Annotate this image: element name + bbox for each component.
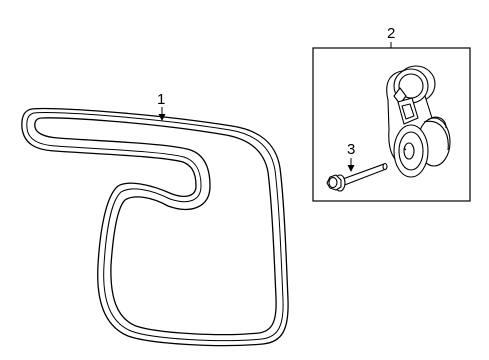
mount-tab [427, 116, 447, 129]
callout-3-arrowhead [347, 165, 355, 172]
callout-1-label: 1 [157, 91, 165, 108]
callout-3: 3 [347, 141, 355, 172]
bolt-tip [382, 162, 388, 171]
arm-window-inner [401, 103, 415, 120]
bolt-head-face [328, 176, 338, 189]
lower-pulley-hub [403, 142, 415, 160]
drive-belt [21, 107, 289, 347]
tensioner-group-box [312, 47, 471, 202]
tensioner-bolt [326, 162, 388, 192]
bolt-shank [339, 163, 387, 187]
callout-3-label: 3 [347, 141, 355, 158]
callout-1-arrowhead [158, 114, 166, 121]
lower-pulley-bearing-mark [403, 147, 407, 151]
spring-housing-edge [423, 120, 449, 151]
callout-1: 1 [157, 91, 166, 121]
belt-inner-edge [34, 117, 277, 336]
belt-outer-edge [21, 107, 289, 347]
lower-pulley-rim [398, 131, 424, 171]
belt-tensioner [386, 65, 451, 178]
callout-2-label: 2 [387, 25, 395, 42]
belt-back-line [26, 112, 284, 342]
arm-window [397, 97, 419, 125]
